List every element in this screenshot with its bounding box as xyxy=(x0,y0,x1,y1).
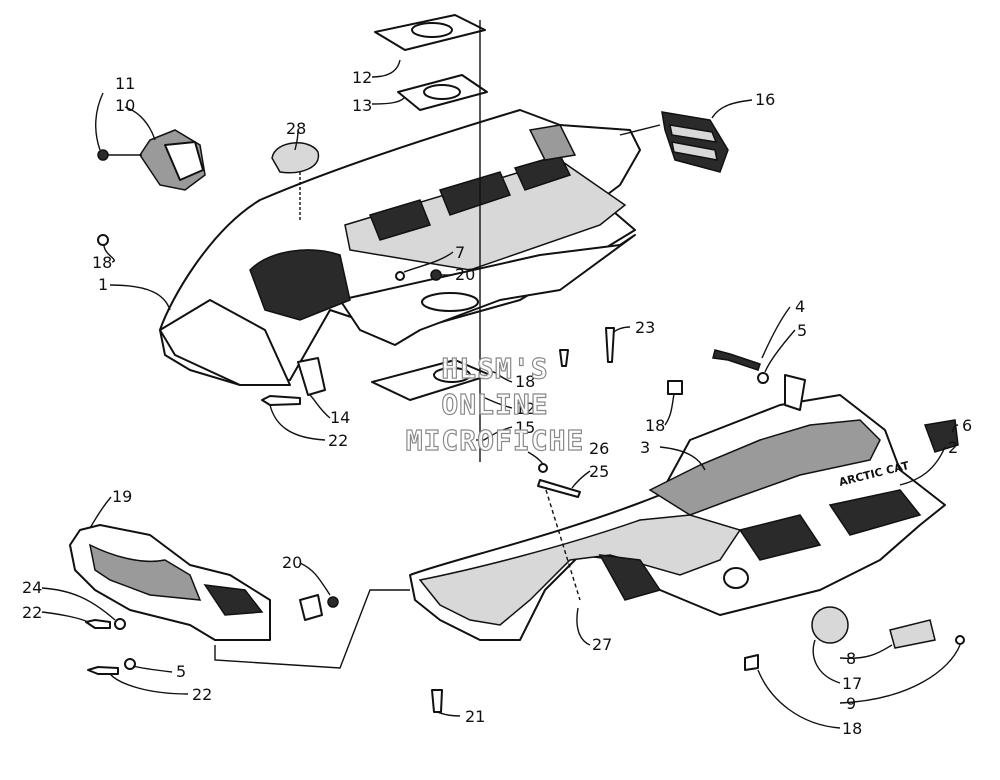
callout-15: 15 xyxy=(515,418,535,437)
hood-grill-right xyxy=(828,489,922,536)
callout-8: 8 xyxy=(846,649,856,668)
console-side-vent xyxy=(528,124,577,161)
tray-hole xyxy=(421,292,479,312)
console-lower-tray xyxy=(339,234,636,346)
screw-21 xyxy=(431,689,443,713)
callout-27: 27 xyxy=(592,635,612,654)
hood-assembly-2: ARCTIC CAT xyxy=(409,394,946,641)
lens-17 xyxy=(811,606,849,644)
hood-windshield-3 xyxy=(648,419,881,516)
cable-27 xyxy=(545,489,581,601)
lower-plate-hole xyxy=(433,367,471,383)
screw-18-center xyxy=(559,349,569,367)
callout-12: 12 xyxy=(352,68,372,87)
plate-12-hole xyxy=(411,22,453,38)
plug-hole xyxy=(723,567,749,589)
watermark-line-1: HLSM'S xyxy=(441,352,549,385)
callout-14: 14 xyxy=(330,408,350,427)
callout-16: 16 xyxy=(755,90,775,109)
callout-23: 23 xyxy=(635,318,655,337)
callout-18: 18 xyxy=(515,372,535,391)
bracket-hood xyxy=(784,374,806,411)
callout-4: 4 xyxy=(795,297,805,316)
callout-20: 20 xyxy=(455,265,475,284)
washer-5-upper xyxy=(757,372,769,384)
washer-7 xyxy=(395,271,405,281)
callout-10: 10 xyxy=(115,96,135,115)
hood-side-panel xyxy=(418,514,742,626)
callout-18: 18 xyxy=(842,719,862,738)
gauge-cover-28 xyxy=(271,142,320,174)
bracket-20-lower xyxy=(299,594,323,621)
vent-grille-16 xyxy=(661,111,729,173)
screw-22-mid xyxy=(85,619,111,629)
callout-5: 5 xyxy=(176,662,186,681)
bracket-14 xyxy=(297,357,326,396)
callout-22: 22 xyxy=(22,603,42,622)
gauge-housing-10 xyxy=(97,129,206,191)
callout-18: 18 xyxy=(92,253,112,272)
washer-5-lower xyxy=(124,658,136,670)
callout-26: 26 xyxy=(589,439,609,458)
washer-24 xyxy=(114,618,126,630)
callout-13: 13 xyxy=(352,96,372,115)
screw-9 xyxy=(955,635,965,645)
callout-24: 24 xyxy=(22,578,42,597)
callout-19: 19 xyxy=(112,487,132,506)
screw-22-upper xyxy=(261,395,301,406)
screw-18-lower xyxy=(744,654,759,671)
grommet-18-right xyxy=(667,380,683,395)
grommet-18-upper xyxy=(97,234,109,246)
callout-9: 9 xyxy=(846,694,856,713)
callout-7: 7 xyxy=(455,243,465,262)
callout-6: 6 xyxy=(962,416,972,435)
callout-5: 5 xyxy=(797,321,807,340)
hood-grill-left xyxy=(738,514,822,561)
callout-1: 1 xyxy=(98,275,108,294)
callout-12: 12 xyxy=(515,399,535,418)
callout-22: 22 xyxy=(192,685,212,704)
callout-21: 21 xyxy=(465,707,485,726)
headlight-cap-6 xyxy=(923,419,959,453)
screw-23 xyxy=(605,327,615,363)
callout-22: 22 xyxy=(328,431,348,450)
connection-line xyxy=(214,589,410,669)
callout-11: 11 xyxy=(115,74,135,93)
callout-numbers: 12 13 11 10 28 16 18 1 7 20 23 4 5 14 22… xyxy=(22,68,972,738)
callout-2: 2 xyxy=(948,438,958,457)
callout-18: 18 xyxy=(645,416,665,435)
screw-22-low xyxy=(87,666,119,675)
upper-console-assembly xyxy=(159,109,641,386)
callout-25: 25 xyxy=(589,462,609,481)
bolt-4 xyxy=(712,349,761,371)
nut-20-upper xyxy=(430,269,442,281)
plate-8 xyxy=(889,619,936,649)
hood-lower-vent xyxy=(598,554,662,601)
strap-25 xyxy=(537,479,581,498)
callout-28: 28 xyxy=(286,119,306,138)
watermark-line-3: MICROFICHE xyxy=(405,424,585,457)
belly-pan-19 xyxy=(69,524,271,641)
leader-lines xyxy=(41,59,961,729)
screw-11 xyxy=(97,149,109,161)
clip-26 xyxy=(538,463,548,473)
watermark-line-2: ONLINE xyxy=(441,388,549,421)
console-left-skirt xyxy=(159,299,291,386)
plate-13-hole xyxy=(423,84,461,100)
console-left-cavity xyxy=(249,249,351,321)
nut-20-lower xyxy=(327,596,339,608)
callout-20: 20 xyxy=(282,553,302,572)
callout-3: 3 xyxy=(640,438,650,457)
callout-17: 17 xyxy=(842,674,862,693)
